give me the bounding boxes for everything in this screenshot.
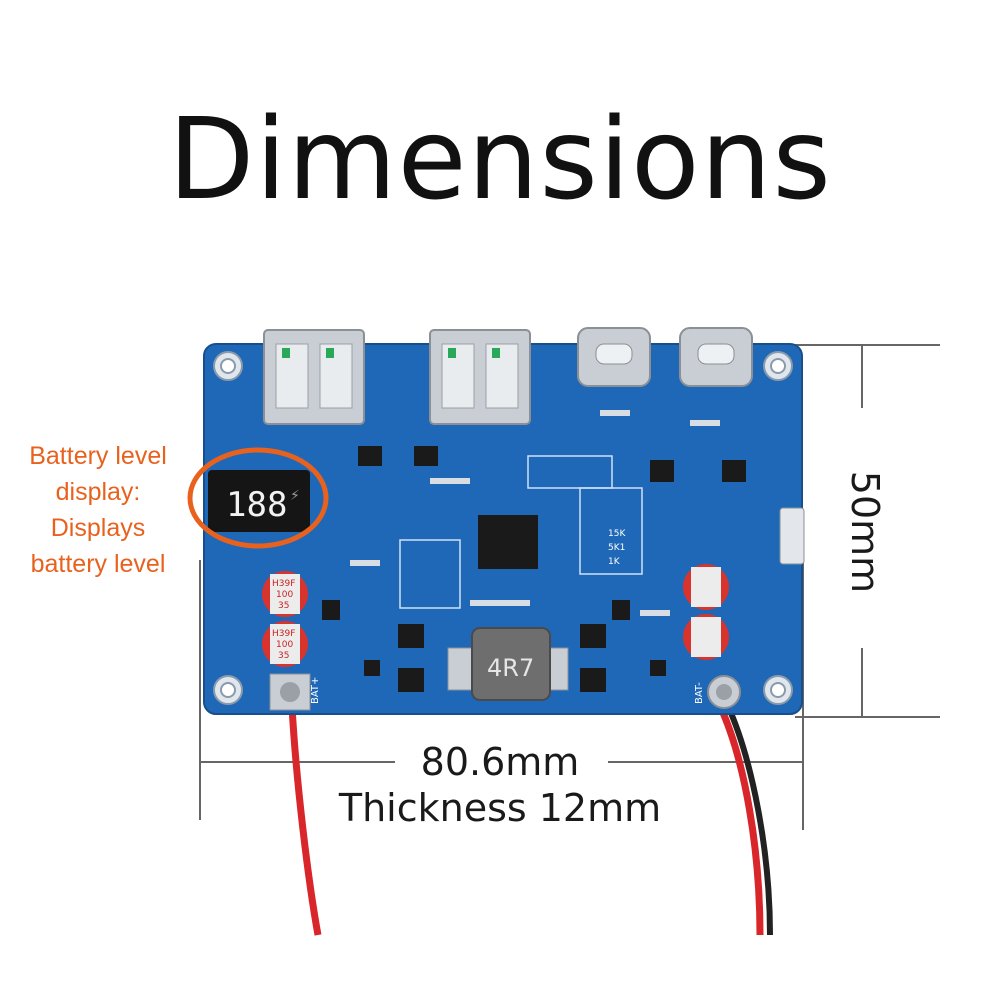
usb-c-port-1 <box>577 327 651 387</box>
capacitor-2: H39F 100 35 <box>262 621 308 667</box>
usb-c-port-2 <box>679 327 753 387</box>
side-switch <box>779 507 805 565</box>
callout-line: display: <box>55 478 141 506</box>
svg-text:35: 35 <box>278 601 289 611</box>
battery-display-callout: Battery level display: Displays battery … <box>8 438 188 582</box>
mounting-holes <box>213 351 793 705</box>
svg-text:H39F: H39F <box>272 629 295 639</box>
res-label: 15K <box>608 529 626 539</box>
page-title: Dimensions <box>168 95 832 225</box>
usb-a-port-2 <box>429 329 531 425</box>
height-dimension-label: 50mm <box>843 470 887 594</box>
capacitor-1: H39F 100 35 <box>262 571 308 617</box>
capacitor-4 <box>683 614 729 660</box>
usb-a-port-1 <box>263 329 365 425</box>
callout-line: battery level <box>30 550 166 578</box>
red-wire-bottom <box>716 704 764 936</box>
red-wire <box>288 705 322 936</box>
thickness-label: Thickness 12mm <box>338 786 662 830</box>
bat-plus-label: BAT+ <box>310 677 321 704</box>
bat-minus-terminal <box>707 675 741 709</box>
display-highlight-ring <box>187 447 329 549</box>
svg-text:35: 35 <box>278 651 289 661</box>
svg-text:H39F: H39F <box>272 579 295 589</box>
main-chip <box>478 515 538 569</box>
res-label: 5K1 <box>608 543 625 553</box>
capacitor-3 <box>683 564 729 610</box>
black-wire <box>725 704 773 936</box>
battery-level-display: 188 ⚡ <box>208 470 310 532</box>
silkscreen-outlines <box>399 455 643 609</box>
svg-text:100: 100 <box>276 640 293 650</box>
inductor: 4R7 <box>447 627 569 701</box>
width-dimension-label: 80.6mm <box>420 740 580 784</box>
callout-line: Battery level <box>29 442 167 470</box>
res-label: 1K <box>608 557 621 567</box>
display-digits: 188 <box>226 485 287 525</box>
callout-line: Displays <box>50 514 146 542</box>
svg-text:100: 100 <box>276 590 293 600</box>
bat-minus-label: BAT- <box>694 682 705 704</box>
inductor-label: 4R7 <box>487 654 534 682</box>
bat-plus-terminal <box>269 673 311 711</box>
smd-components <box>350 410 720 616</box>
bolt-icon: ⚡ <box>290 488 300 504</box>
small-chips <box>322 446 746 692</box>
